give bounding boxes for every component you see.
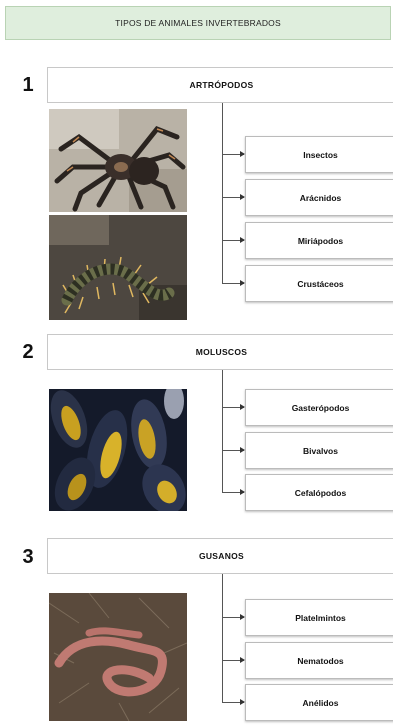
subtype-label: Nematodos: [297, 656, 343, 666]
subtype-label: Cefalópodos: [295, 488, 346, 498]
subtype-label: Arácnidos: [300, 193, 342, 203]
subtype-box-aracnidos: Arácnidos: [245, 179, 393, 216]
subtype-label: Crustáceos: [297, 279, 343, 289]
subtype-box-cefalopodos: Cefalópodos: [245, 474, 393, 511]
page-title: TIPOS DE ANIMALES INVERTEBRADOS: [115, 18, 281, 28]
category-box-moluscos: MOLUSCOS: [47, 334, 393, 370]
group-number-2: 2: [19, 341, 37, 364]
category-label: ARTRÓPODOS: [190, 80, 254, 90]
subtype-label: Miriápodos: [298, 236, 343, 246]
connector-line-2: [222, 370, 223, 492]
subtype-label: Anélidos: [303, 698, 339, 708]
subtype-label: Bivalvos: [303, 446, 338, 456]
earthworm-photo: [49, 593, 187, 721]
tarantula-photo: [49, 109, 187, 212]
subtype-label: Insectos: [303, 150, 338, 160]
centipede-photo: [49, 215, 187, 320]
mussels-photo: [49, 389, 187, 511]
subtype-label: Platelmintos: [295, 613, 346, 623]
category-box-artropodos: ARTRÓPODOS: [47, 67, 393, 103]
subtype-box-anelidos: Anélidos: [245, 684, 393, 721]
subtype-box-bivalvos: Bivalvos: [245, 432, 393, 469]
subtype-box-platelmintos: Platelmintos: [245, 599, 393, 636]
connector-line-3: [222, 574, 223, 703]
category-label: MOLUSCOS: [196, 347, 248, 357]
subtype-box-nematodos: Nematodos: [245, 642, 393, 679]
subtype-box-insectos: Insectos: [245, 136, 393, 173]
group-number-1: 1: [19, 74, 37, 97]
subtype-box-miriapodos: Miriápodos: [245, 222, 393, 259]
subtype-label: Gasterópodos: [292, 403, 350, 413]
subtype-box-crustaceos: Crustáceos: [245, 265, 393, 302]
category-box-gusanos: GUSANOS: [47, 538, 393, 574]
group-number-3: 3: [19, 546, 37, 569]
connector-line-1: [222, 103, 223, 283]
subtype-box-gasteropodos: Gasterópodos: [245, 389, 393, 426]
page-header: TIPOS DE ANIMALES INVERTEBRADOS: [5, 6, 391, 40]
category-label: GUSANOS: [199, 551, 244, 561]
